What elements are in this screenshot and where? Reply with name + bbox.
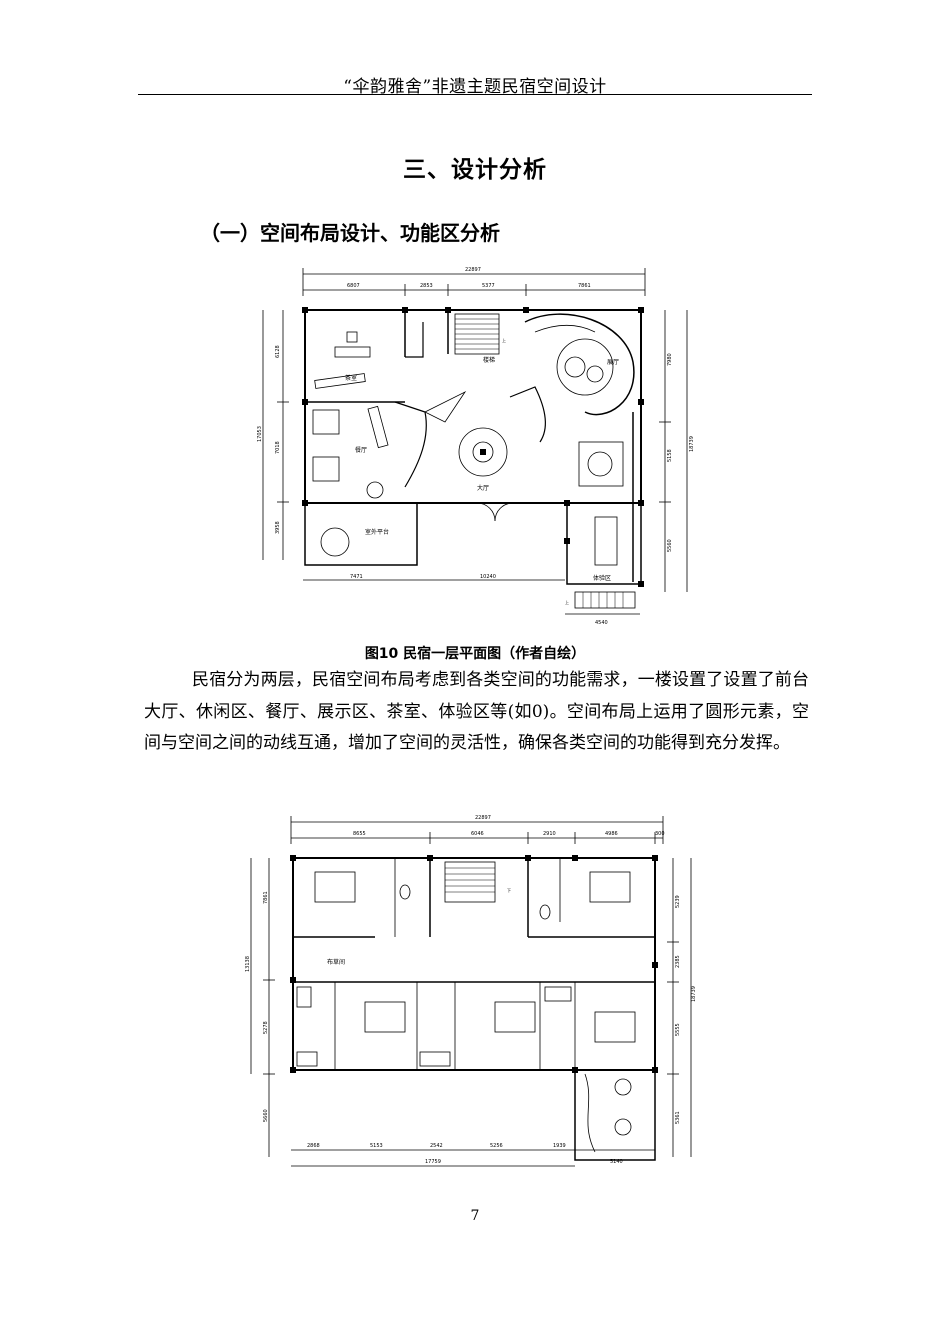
dim-right: 5555 [675, 1023, 681, 1036]
steps-up-label: 上 [565, 599, 569, 605]
dim-left: 7861 [263, 891, 269, 904]
room-label-exhibit: 展厅 [607, 359, 619, 366]
room-label-linen: 布草间 [327, 958, 345, 966]
room-label-dining: 餐厅 [355, 446, 367, 454]
dim-top-total: 22897 [465, 267, 481, 273]
running-header: “伞韵雅舍”非遗主题民宿空间设计 [343, 77, 607, 97]
dim-top: 7861 [578, 283, 591, 289]
header-rule [138, 94, 812, 95]
dim-bottom: 4540 [595, 620, 608, 626]
stairs-down-label: 下 [507, 888, 511, 893]
dim-top: 2853 [420, 283, 433, 289]
dim-right: 5361 [675, 1111, 681, 1124]
room-label-terrace: 室外平台 [365, 528, 389, 536]
dim-right: 5239 [675, 895, 681, 908]
dim-top: 8655 [353, 831, 366, 837]
body-paragraph: 民宿分为两层，民宿空间布局考虑到各类空间的功能需求，一楼设置了设置了前台大厅、休… [144, 670, 809, 753]
subsection-title: （一）空间布局设计、功能区分析 [200, 221, 500, 245]
dim-right-total: 18739 [689, 436, 695, 452]
dim-top: 300 [655, 831, 665, 837]
dim-bottom: 5256 [490, 1143, 503, 1149]
dim-bottom: 10240 [480, 574, 496, 580]
dim-bottom-total: 17759 [425, 1159, 441, 1165]
figure-caption: 图10 民宿一层平面图（作者自绘） [364, 646, 586, 662]
room-label-stairs: 楼梯 [483, 356, 495, 364]
room-label-tea: 茶室 [345, 374, 357, 382]
ground-floor-plan: 22897 6807 2853 5377 7861 7471 10240 454… [257, 267, 695, 626]
dim-left: 6128 [275, 345, 281, 358]
page-number: 7 [470, 1208, 480, 1224]
dim-left-total: 13138 [245, 956, 251, 972]
dim-left: 3958 [275, 521, 281, 534]
dim-right-total: 18739 [691, 986, 695, 1002]
dim-top: 4986 [605, 831, 618, 837]
dim-left: 5278 [263, 1021, 269, 1034]
dim-left: 7018 [275, 441, 281, 454]
dim-left: 5660 [263, 1109, 269, 1122]
dim-top: 6807 [347, 283, 360, 289]
stairs-up-label: 上 [502, 337, 506, 343]
dim-bottom: 1939 [553, 1143, 566, 1149]
dim-right: 5560 [667, 539, 673, 552]
dim-top: 5377 [482, 283, 495, 289]
dim-top: 6046 [471, 831, 484, 837]
room-label-lobby: 大厅 [477, 484, 489, 492]
dim-bottom: 2542 [430, 1143, 443, 1149]
dim-bottom: 5153 [370, 1143, 383, 1149]
section-title: 三、设计分析 [403, 157, 547, 183]
dim-left-total: 17053 [257, 426, 263, 442]
dim-right: 5158 [667, 449, 673, 462]
dim-right: 2385 [675, 955, 681, 968]
dim-top-total: 22897 [475, 815, 491, 821]
room-label-experience: 体验区 [593, 574, 611, 582]
dim-right: 7980 [667, 353, 673, 366]
dim-bottom: 2868 [307, 1143, 320, 1149]
second-floor-plan: 22897 8655 6046 2910 4986 300 2868 5153 … [245, 815, 695, 1167]
dim-bottom: 5140 [610, 1159, 623, 1165]
dim-top: 2910 [543, 831, 556, 837]
dim-bottom: 7471 [350, 574, 363, 580]
